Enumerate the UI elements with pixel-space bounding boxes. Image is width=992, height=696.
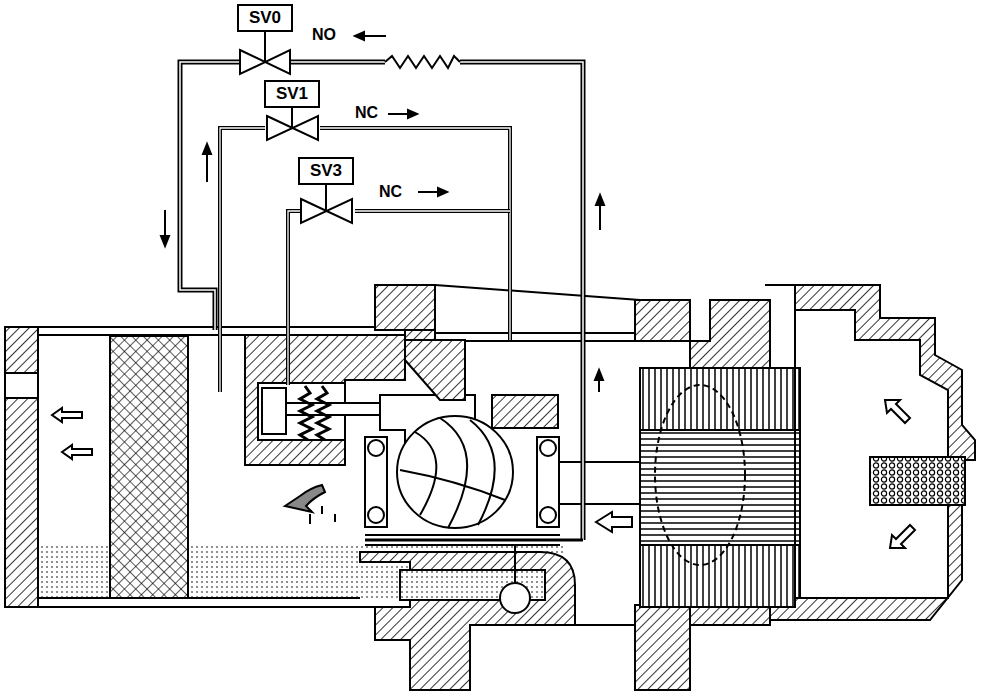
valve-state: NC: [378, 183, 403, 201]
resistor-symbol: [385, 56, 460, 68]
direction-arrows: [161, 32, 604, 392]
valve-label-box: SV1: [264, 80, 320, 108]
screw-rotor: [365, 416, 640, 545]
valve-name: SV0: [249, 8, 281, 28]
pipes: [180, 62, 583, 540]
valve-symbol: [240, 31, 352, 223]
separator-tank: [5, 327, 405, 607]
motor: [640, 368, 800, 607]
flow-arrows: [52, 400, 915, 548]
valve-label-box: SV3: [298, 157, 354, 185]
valve-name: SV3: [310, 161, 342, 181]
valve-name: SV1: [276, 84, 308, 104]
valve-label-box: SV0: [237, 4, 293, 32]
valve-state: NC: [354, 104, 379, 122]
suction-cover: [765, 285, 975, 620]
valve-state: NO: [311, 26, 337, 44]
